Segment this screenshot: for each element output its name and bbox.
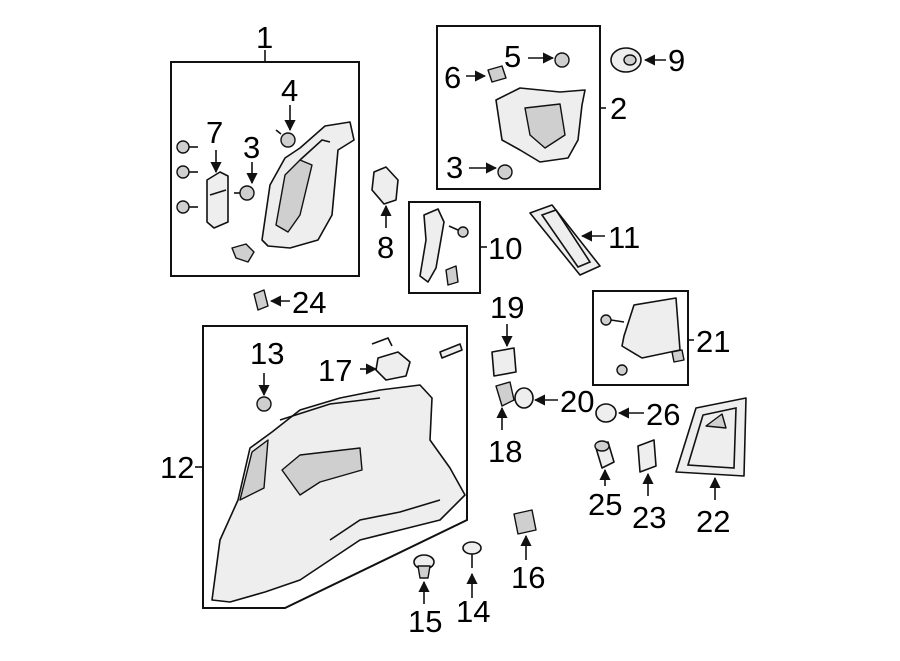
callout-1: 1 — [256, 20, 273, 55]
bolt-icon[interactable] — [231, 243, 255, 263]
part-grommet-20[interactable] — [514, 387, 534, 409]
callout-26: 26 — [646, 397, 680, 432]
callout-4: 4 — [281, 73, 298, 108]
part-clip-18[interactable] — [495, 381, 515, 407]
callout-6: 6 — [444, 60, 461, 95]
group-box-2 — [436, 25, 606, 190]
part-cap-9[interactable] — [610, 47, 642, 73]
screw-icon[interactable] — [600, 314, 625, 326]
part-plate-11[interactable] — [529, 204, 601, 276]
screw-icon[interactable] — [448, 225, 469, 238]
callout-3: 3 — [243, 130, 260, 165]
callout-5: 5 — [504, 39, 521, 74]
callout-7: 7 — [206, 115, 223, 150]
callout-20: 20 — [560, 384, 594, 419]
callout-18: 18 — [488, 434, 522, 469]
group-box-21 — [592, 290, 689, 386]
screw-icon[interactable] — [176, 200, 198, 214]
callout-19: 19 — [490, 290, 524, 325]
clip-icon[interactable] — [616, 364, 628, 376]
callout-3b: 3 — [446, 150, 463, 185]
callout-12: 12 — [160, 450, 194, 485]
callout-21: 21 — [696, 324, 730, 359]
callout-11: 11 — [608, 220, 640, 255]
screw-icon[interactable] — [554, 52, 570, 68]
callout-13: 13 — [250, 336, 284, 371]
part-block-19[interactable] — [491, 347, 517, 377]
part-lower-quarter-trim[interactable] — [211, 384, 466, 603]
callout-14: 14 — [456, 594, 490, 629]
callout-10: 10 — [488, 231, 522, 266]
callout-22: 22 — [696, 504, 730, 539]
part-bracket-2[interactable] — [495, 87, 586, 163]
screw-icon[interactable] — [497, 164, 513, 180]
part-cover-8[interactable] — [371, 166, 399, 205]
part-handle-10[interactable] — [419, 208, 459, 286]
part-block-23[interactable] — [637, 439, 657, 473]
group-box-10 — [408, 201, 481, 294]
callout-15: 15 — [408, 604, 442, 639]
part-clip-24[interactable] — [253, 289, 269, 311]
callout-9: 9 — [668, 43, 685, 78]
callout-8: 8 — [377, 230, 394, 265]
clip-icon[interactable] — [256, 396, 272, 412]
part-pin-17[interactable] — [439, 343, 463, 359]
group-box-1 — [170, 50, 360, 277]
part-fastener-15[interactable] — [413, 554, 435, 579]
callout-25: 25 — [588, 487, 622, 522]
part-panel-22[interactable] — [675, 397, 747, 477]
part-bracket-21[interactable] — [621, 297, 685, 363]
callout-24: 24 — [292, 285, 326, 320]
group-box-12 — [202, 325, 468, 609]
part-upper-quarter-trim[interactable] — [261, 121, 355, 249]
callout-16: 16 — [511, 560, 545, 595]
part-cylinder-25[interactable] — [594, 440, 615, 469]
part-clip-6[interactable] — [487, 65, 507, 83]
callout-2: 2 — [610, 91, 627, 126]
part-trim-block-7[interactable] — [206, 171, 229, 229]
screw-icon[interactable] — [234, 185, 255, 201]
part-bracket-17[interactable] — [371, 336, 411, 381]
callout-17: 17 — [318, 353, 352, 388]
part-clip-16[interactable] — [513, 509, 537, 535]
callout-23: 23 — [632, 500, 666, 535]
screw-icon[interactable] — [176, 165, 198, 179]
screw-icon[interactable] — [176, 140, 198, 154]
clip-icon[interactable] — [275, 129, 296, 148]
part-pin-14[interactable] — [462, 541, 482, 568]
part-plug-26[interactable] — [595, 403, 617, 423]
